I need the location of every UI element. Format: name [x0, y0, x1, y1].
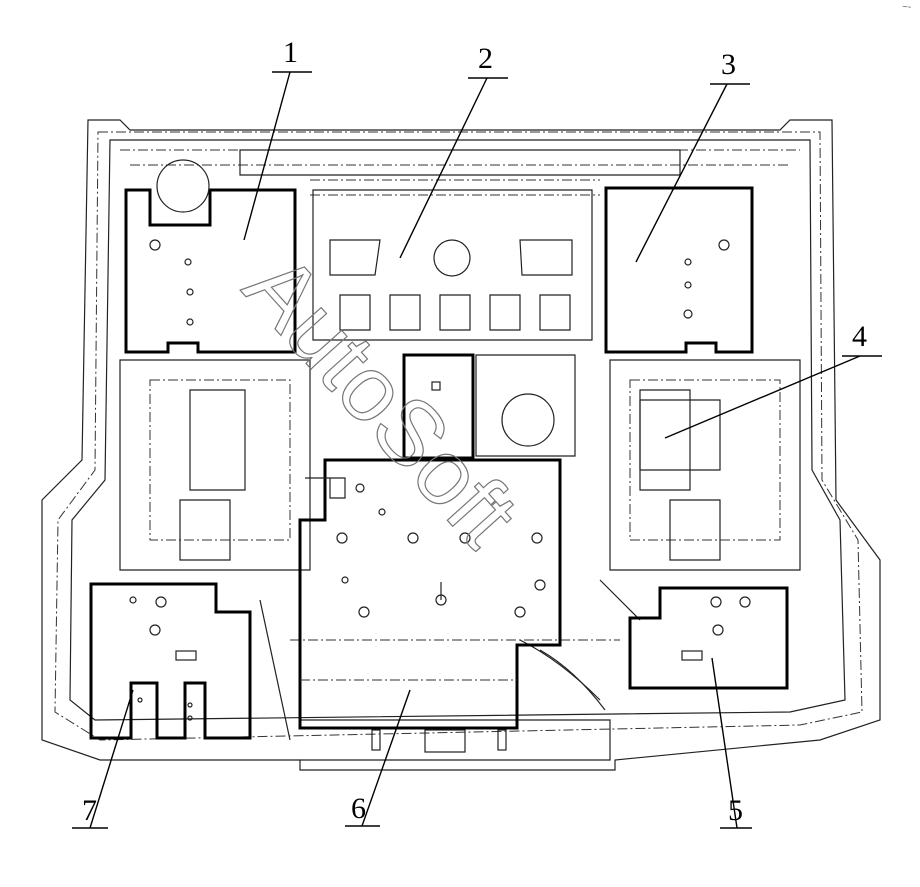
callout-2: 2 — [478, 42, 493, 75]
callout-5: 5 — [728, 794, 743, 827]
callout-labels: 1 2 3 4 5 6 7 — [82, 36, 867, 827]
callout-1: 1 — [283, 36, 298, 69]
part-1-panel — [124, 159, 297, 354]
part-7-panel — [89, 582, 252, 740]
corner-mark: ~- — [902, 2, 911, 13]
callout-3: 3 — [721, 48, 736, 81]
rear-crossmember — [312, 189, 593, 341]
leader-lines — [72, 71, 882, 829]
part-3-panel — [604, 186, 754, 354]
part-4-region — [639, 399, 721, 471]
bottom-studs — [371, 729, 507, 753]
tunnel-plate-left — [402, 353, 475, 460]
body-outline — [41, 119, 881, 771]
tunnel-plate-right — [475, 354, 576, 457]
callout-6: 6 — [351, 792, 366, 825]
part-5-panel — [628, 586, 789, 690]
callout-7: 7 — [82, 794, 97, 827]
callout-4: 4 — [852, 320, 867, 353]
part-6-panel — [298, 458, 562, 730]
watermark-text: AutoSoft — [225, 235, 537, 566]
